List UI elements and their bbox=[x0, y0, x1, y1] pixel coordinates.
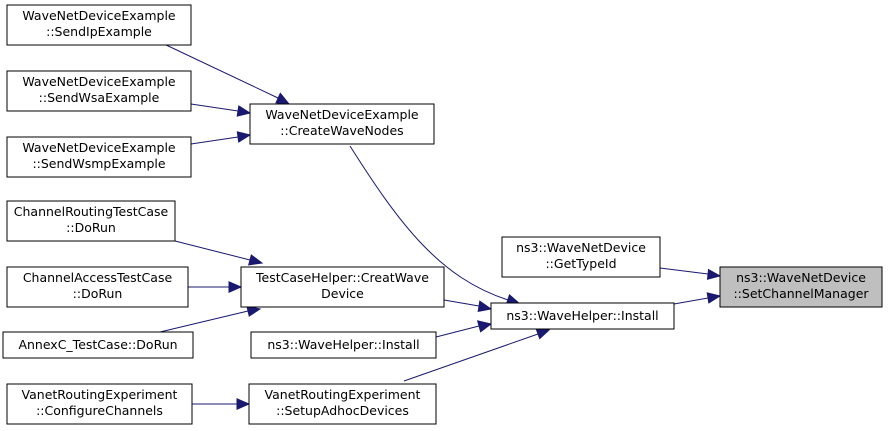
edge-setupadhoc-to-install bbox=[403, 328, 551, 382]
node-wavenetdeviceexample-createwavenodes[interactable]: WaveNetDeviceExample ::CreateWaveNodes bbox=[249, 103, 435, 145]
node-setchannelmanager[interactable]: ns3::WaveNetDevice ::SetChannelManager bbox=[719, 266, 883, 308]
node-channelroutingtestcase-dorun[interactable]: ChannelRoutingTestCase ::DoRun bbox=[6, 200, 176, 242]
node-testcasehelper-creatwavedevice[interactable]: TestCaseHelper::CreatWave Device bbox=[240, 266, 445, 308]
node-label-line1: ChannelAccessTestCase bbox=[23, 270, 173, 285]
node-vanetroutingexperiment-configurechannels[interactable]: VanetRoutingExperiment ::ConfigureChanne… bbox=[6, 383, 193, 425]
node-wavenetdeviceexample-sendwsmpexample[interactable]: WaveNetDeviceExample ::SendWsmpExample bbox=[6, 136, 192, 178]
edge-sendip-to-createwavenodes bbox=[163, 43, 291, 105]
node-label-line1: WaveNetDeviceExample bbox=[22, 140, 176, 155]
node-label-line2: ::SendIpExample bbox=[46, 24, 152, 39]
node-gettypeid[interactable]: ns3::WaveNetDevice ::GetTypeId bbox=[501, 236, 661, 278]
node-label-line2: ::CreateWaveNodes bbox=[280, 123, 403, 138]
node-label-line2: ::DoRun bbox=[73, 286, 123, 301]
node-wavenetdeviceexample-sendipexample[interactable]: WaveNetDeviceExample ::SendIpExample bbox=[6, 4, 192, 46]
node-wavehelper-install[interactable]: ns3::WaveHelper::Install bbox=[490, 302, 675, 330]
node-vanetroutingexperiment-setupadhocdevices[interactable]: VanetRoutingExperiment ::SetupAdhocDevic… bbox=[248, 383, 437, 425]
node-wavehelper-install-overload[interactable]: ns3::WaveHelper::Install bbox=[250, 331, 437, 359]
node-label-line2: ::GetTypeId bbox=[545, 256, 616, 271]
node-label-line2: ::SendWsaExample bbox=[39, 90, 160, 105]
node-label-line1: ChannelRoutingTestCase bbox=[14, 204, 169, 219]
node-label-line2: ::SetChannelManager bbox=[733, 286, 869, 301]
node-label-line1: ns3::WaveNetDevice bbox=[516, 240, 646, 255]
edge-sendwsa-to-createwavenodes bbox=[190, 103, 252, 117]
edge-channelaccess-to-creatwave bbox=[188, 281, 243, 293]
node-label-line1: TestCaseHelper::CreatWave bbox=[255, 270, 429, 285]
node-wavenetdeviceexample-sendwsaexample[interactable]: WaveNetDeviceExample ::SendWsaExample bbox=[6, 70, 192, 112]
edge-createwavenodes-to-install bbox=[349, 145, 522, 305]
edge-configchannels-to-setupadhoc bbox=[192, 398, 251, 410]
node-label-line1: ns3::WaveNetDevice bbox=[736, 270, 866, 285]
edge-annexc-to-creatwave bbox=[159, 305, 262, 333]
node-label-line2: ::SendWsmpExample bbox=[32, 156, 165, 171]
node-label-line2: ::SetupAdhocDevices bbox=[276, 403, 409, 418]
node-annexc-testcase-dorun[interactable]: AnnexC_TestCase::DoRun bbox=[2, 331, 194, 359]
node-label-line1: WaveNetDeviceExample bbox=[22, 74, 176, 89]
node-label-line2: ::DoRun bbox=[66, 220, 116, 235]
node-label-line1: VanetRoutingExperiment bbox=[265, 387, 421, 402]
edge-sendwsmp-to-createwavenodes bbox=[190, 131, 252, 145]
node-label-line1: WaveNetDeviceExample bbox=[22, 8, 176, 23]
node-label: ns3::WaveHelper::Install bbox=[506, 308, 658, 323]
node-label-line1: VanetRoutingExperiment bbox=[22, 387, 178, 402]
node-channelaccesstestcase-dorun[interactable]: ChannelAccessTestCase ::DoRun bbox=[6, 266, 189, 308]
node-label-line2: ::ConfigureChannels bbox=[36, 403, 163, 418]
edge-gettypeid-to-root bbox=[659, 267, 722, 280]
edge-install-to-root bbox=[673, 292, 722, 305]
edge-creatwave-to-install bbox=[443, 299, 493, 313]
node-label-line2: Device bbox=[321, 286, 364, 301]
edge-channelrouting-to-creatwave bbox=[174, 240, 264, 266]
node-label: ns3::WaveHelper::Install bbox=[267, 337, 419, 352]
edge-install2-to-install bbox=[435, 320, 493, 338]
node-label-line1: WaveNetDeviceExample bbox=[265, 107, 419, 122]
node-label: AnnexC_TestCase::DoRun bbox=[18, 337, 177, 352]
